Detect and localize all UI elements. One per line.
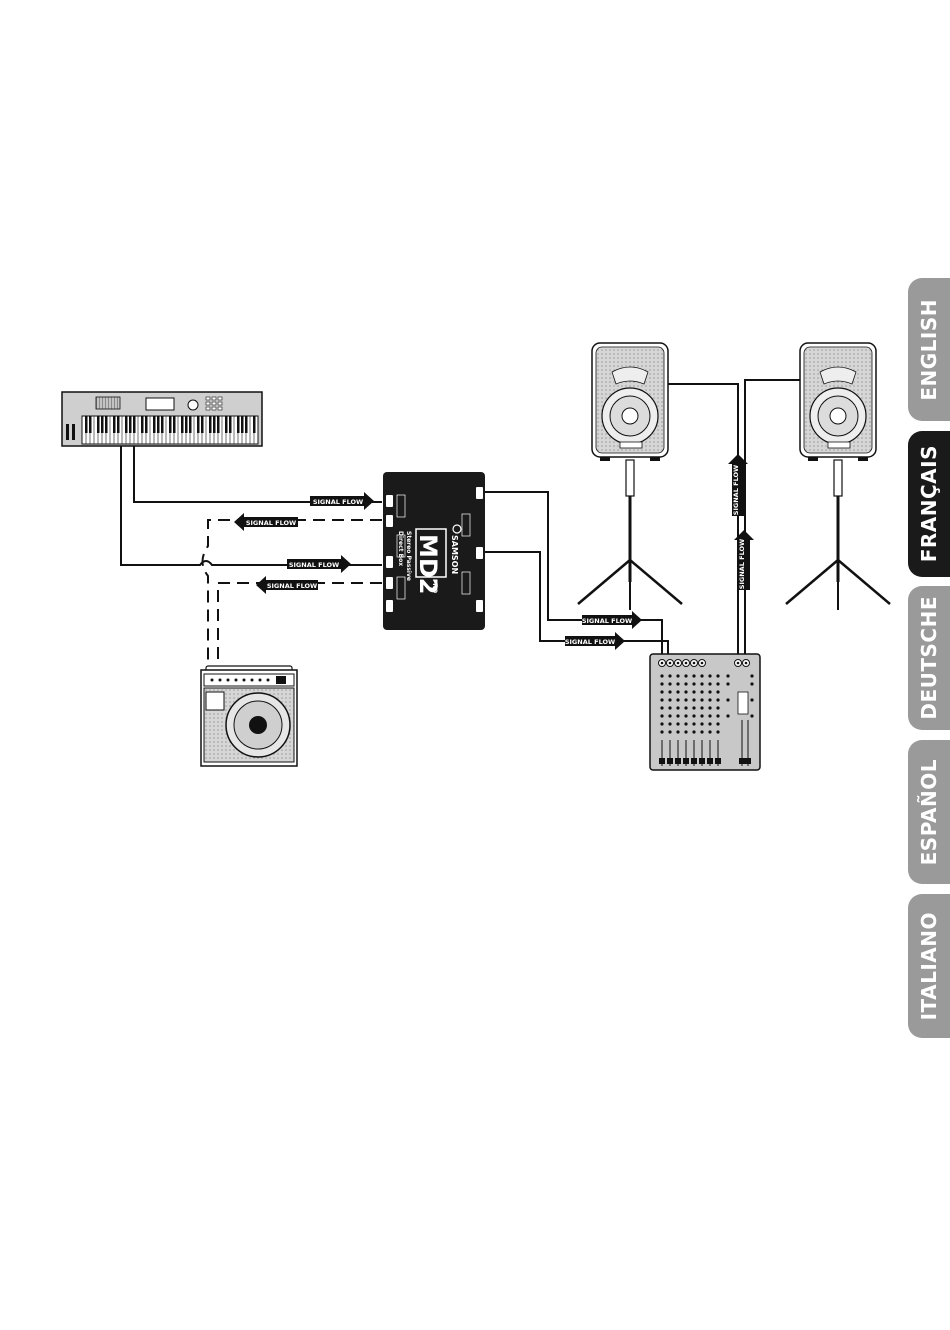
tab-english[interactable]: ENGLISH <box>908 278 950 421</box>
tab-deutsche-label: DEUTSCHE <box>917 596 941 720</box>
di-box-pro: PRO <box>431 579 438 593</box>
signal-flow-label: SIGNAL FLOW <box>246 519 296 527</box>
link-cable-left <box>203 520 383 668</box>
tab-deutsche[interactable]: DEUTSCHE <box>908 586 950 730</box>
tab-espanol-label: ESPAÑOL <box>917 759 941 865</box>
mixer <box>650 654 760 770</box>
signal-flow-arrow-2: SIGNAL FLOW <box>234 513 298 531</box>
speaker-right <box>786 343 890 610</box>
tab-italiano[interactable]: ITALIANO <box>908 894 950 1038</box>
keyboard-cable-left <box>134 445 382 502</box>
signal-flow-arrow-6: SIGNAL FLOW <box>565 632 625 650</box>
di-output-cable-left <box>484 492 662 660</box>
signal-flow-label: SIGNAL FLOW <box>738 539 746 589</box>
signal-flow-arrow-3: SIGNAL FLOW <box>287 555 351 573</box>
keyboard-keys <box>82 416 258 444</box>
signal-flow-arrow-1: SIGNAL FLOW <box>310 492 374 510</box>
tab-italiano-label: ITALIANO <box>917 912 941 1020</box>
signal-flow-label: SIGNAL FLOW <box>267 582 317 590</box>
mixer-to-right-speaker-cable <box>745 380 800 660</box>
signal-flow-arrow-5: SIGNAL FLOW <box>582 611 642 629</box>
signal-flow-label: SIGNAL FLOW <box>582 617 632 625</box>
guitar-amp <box>201 666 297 766</box>
signal-flow-label: SIGNAL FLOW <box>313 498 363 506</box>
link-cables <box>203 520 383 668</box>
tab-english-label: ENGLISH <box>917 299 941 401</box>
di-box-caption-line1: Stereo Passive <box>405 531 412 581</box>
signal-flow-arrow-4: SIGNAL FLOW <box>256 576 318 594</box>
speaker-stand-right <box>786 460 890 610</box>
tab-francais-label: FRANÇAIS <box>917 445 941 562</box>
tab-espanol[interactable]: ESPAÑOL <box>908 740 950 884</box>
signal-flow-label: SIGNAL FLOW <box>289 561 339 569</box>
di-box-brand: SAMSON <box>450 535 459 574</box>
signal-flow-label: SIGNAL FLOW <box>732 465 740 515</box>
speaker-stand-left <box>578 460 682 610</box>
speaker-left <box>578 343 682 610</box>
signal-flow-label: SIGNAL FLOW <box>565 638 615 646</box>
di-box-caption-line2: Direct Box <box>397 531 404 566</box>
link-cable-right <box>218 583 382 668</box>
keyboard <box>62 392 262 446</box>
mixer-to-left-speaker-cable <box>668 384 738 660</box>
di-box: MD2 PRO Stereo Passive Direct Box SAMSON <box>383 472 485 630</box>
tab-francais[interactable]: FRANÇAIS <box>908 431 950 577</box>
